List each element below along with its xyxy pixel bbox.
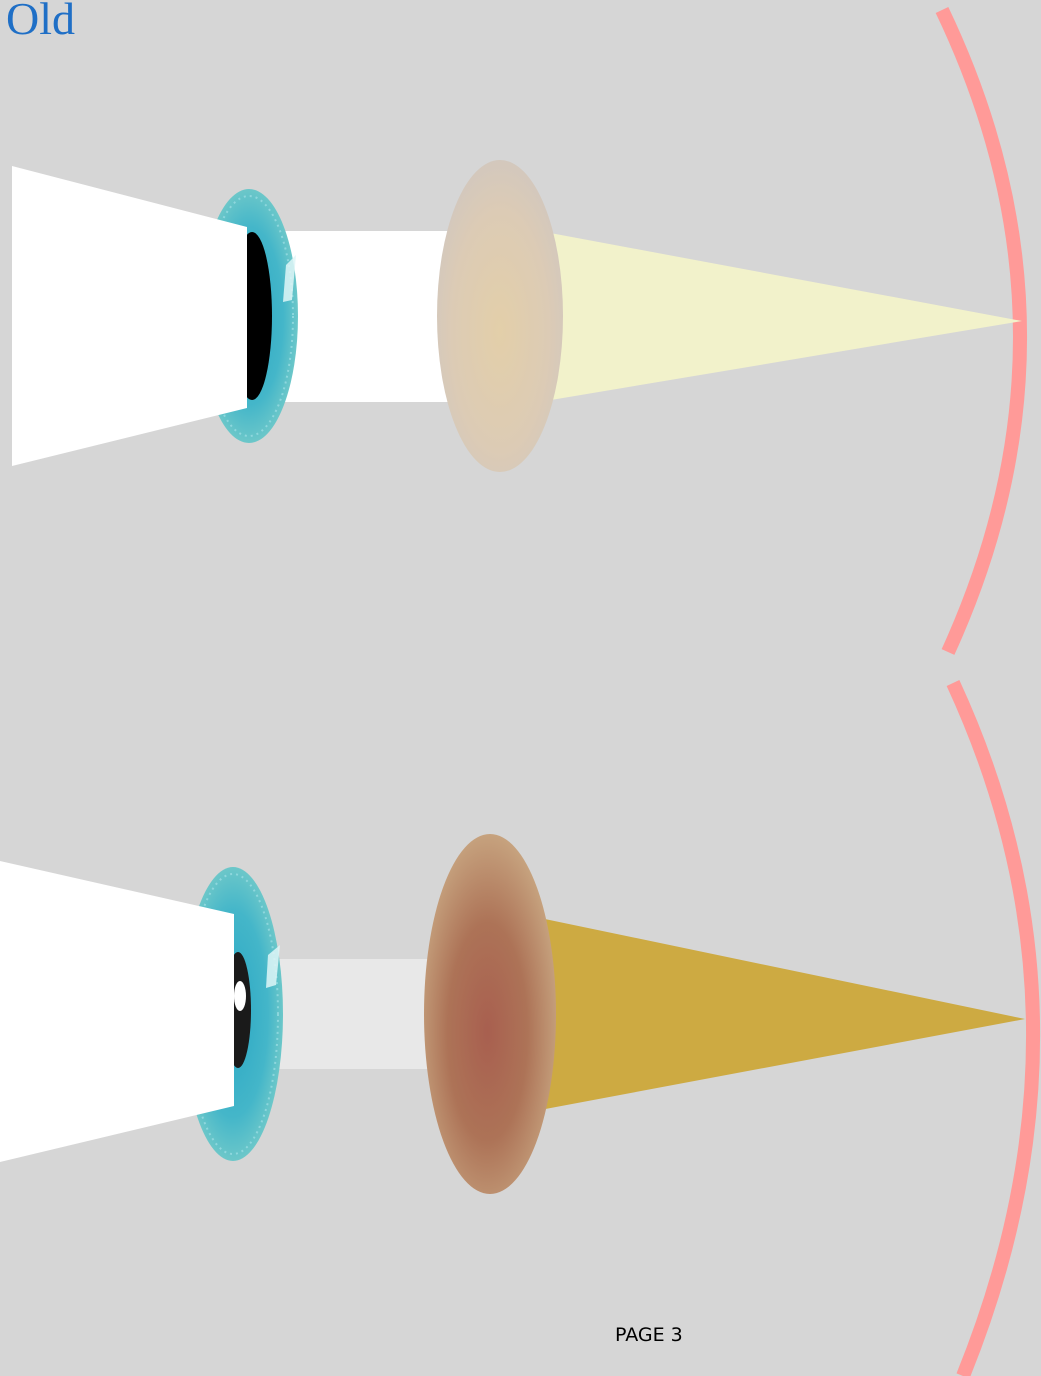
incoming-light xyxy=(0,861,234,1162)
lens-icon xyxy=(424,834,556,1194)
cloudy-lens-eye-panel xyxy=(0,680,1040,1376)
retina-arc xyxy=(935,6,1028,655)
retina-arc xyxy=(946,680,1040,1376)
focused-light-cone xyxy=(545,232,1022,401)
light-beam xyxy=(270,231,460,402)
incoming-light xyxy=(12,166,247,466)
lens-icon xyxy=(437,160,563,472)
focused-light-cone xyxy=(540,918,1025,1110)
page-number-label: PAGE 3 xyxy=(615,1324,683,1346)
light-beam xyxy=(262,959,452,1069)
clear-lens-eye-panel xyxy=(12,6,1028,655)
page-title: Old xyxy=(6,0,75,44)
